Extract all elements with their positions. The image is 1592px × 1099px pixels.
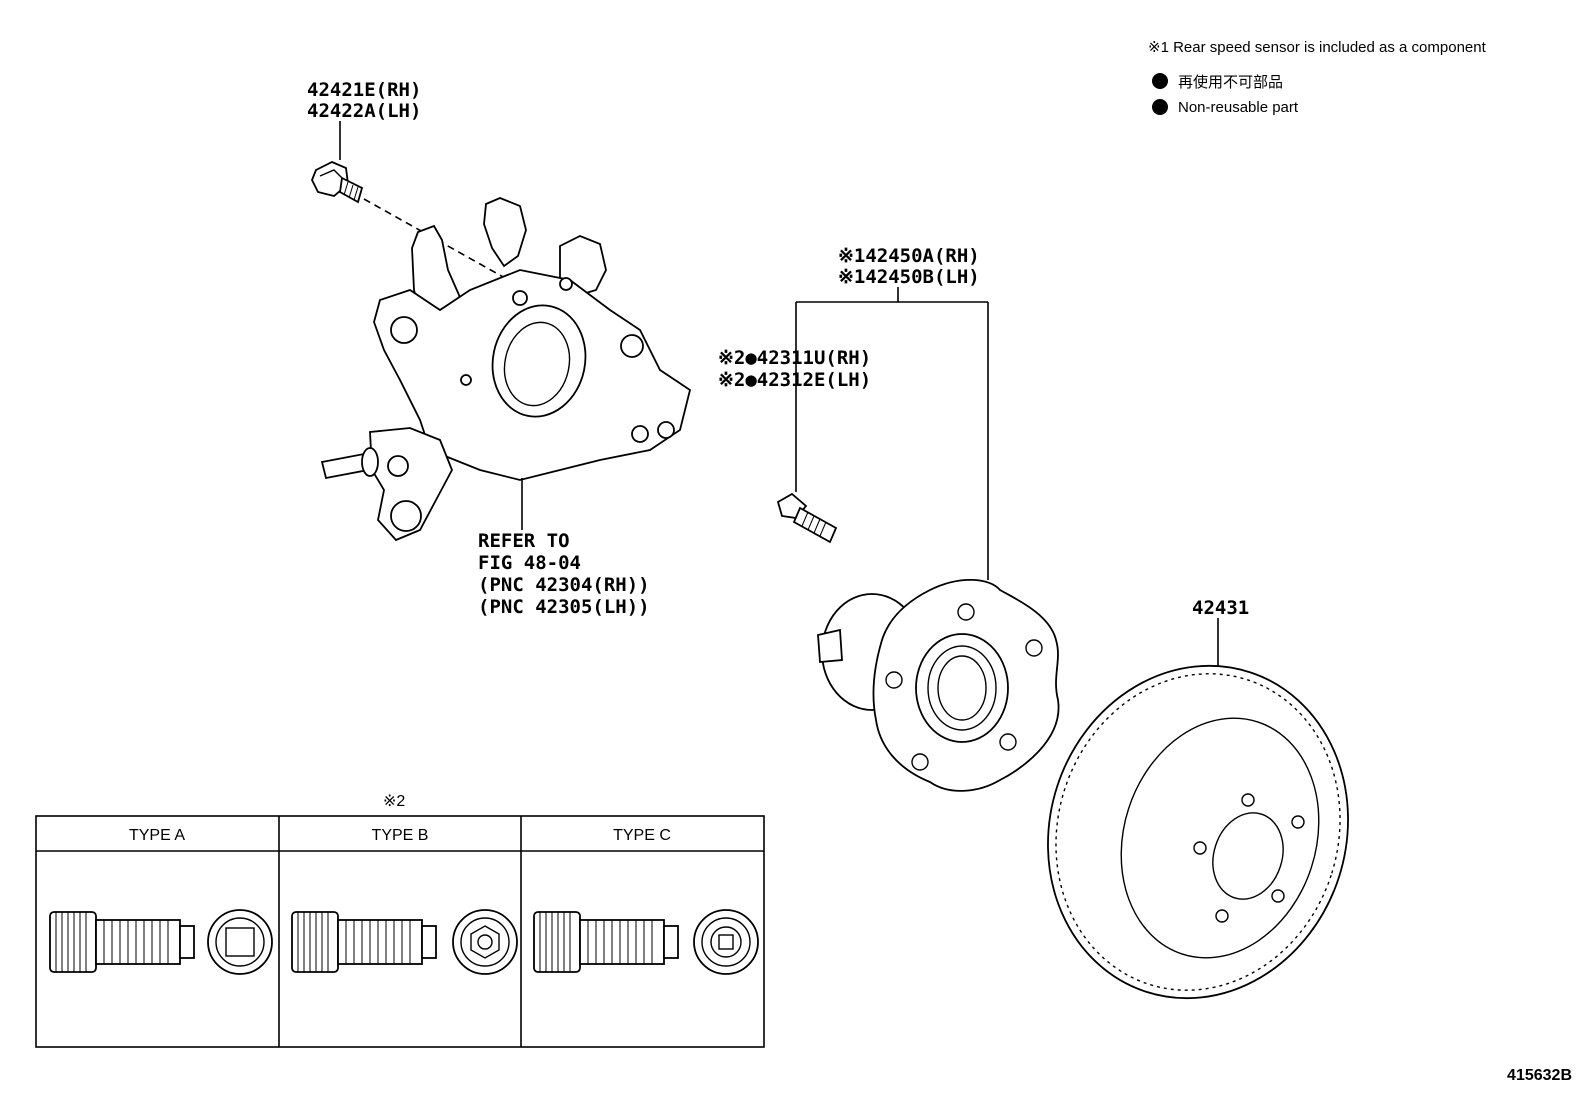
hub-leader-lines [795, 287, 989, 580]
knuckle-ref-line-3: (PNC 42304(RH)) [478, 574, 650, 596]
part-number-disc: 42431 [1192, 597, 1249, 619]
type-a-header: TYPE A [129, 827, 185, 844]
figure-id: 415632B [1507, 1067, 1572, 1084]
part-number-hub-lh: ※142450B(LH) [838, 266, 980, 288]
knuckle-ref-line-1: REFER TO [478, 530, 570, 552]
type-c-header: TYPE C [613, 827, 671, 844]
type-table [35, 815, 765, 1048]
nonreusable-bullet-icon [1152, 73, 1168, 89]
nonreusable-label-jp: 再使用不可部品 [1178, 74, 1283, 91]
nonreusable-label-en: Non-reusable part [1178, 99, 1299, 116]
hub-stud-icon [776, 492, 838, 544]
type-a-stud-icon [49, 911, 195, 973]
knuckle-ref-line-2: FIG 48-04 [478, 552, 581, 574]
part-number-bolt-rh: 42421E(RH) [307, 79, 421, 101]
type-b-header: TYPE B [372, 827, 429, 844]
part-number-stud-rh: ※2●42311U(RH) [718, 347, 871, 369]
type-c-stud-icon [533, 911, 679, 973]
brake-disc-icon [1047, 664, 1349, 1000]
type-c-stud-end-icon [693, 909, 759, 975]
knuckle-bolt-icon [311, 161, 364, 204]
type-a-stud-end-icon [207, 909, 273, 975]
type-b-stud-icon [291, 911, 437, 973]
sensor-note: ※1 Rear speed sensor is included as a co… [1148, 39, 1487, 56]
part-number-hub-rh: ※142450A(RH) [838, 245, 980, 267]
part-number-stud-lh: ※2●42312E(LH) [718, 369, 871, 391]
type-table-marker: ※2 [383, 793, 405, 810]
part-number-bolt-lh: 42422A(LH) [307, 100, 421, 122]
type-b-stud-end-icon [452, 909, 518, 975]
nonreusable-bullet-icon [1152, 99, 1168, 115]
knuckle-ref-line-4: (PNC 42305(LH)) [478, 596, 650, 618]
steering-knuckle-icon [320, 197, 692, 542]
hub-bearing-assembly-icon [817, 578, 1060, 792]
